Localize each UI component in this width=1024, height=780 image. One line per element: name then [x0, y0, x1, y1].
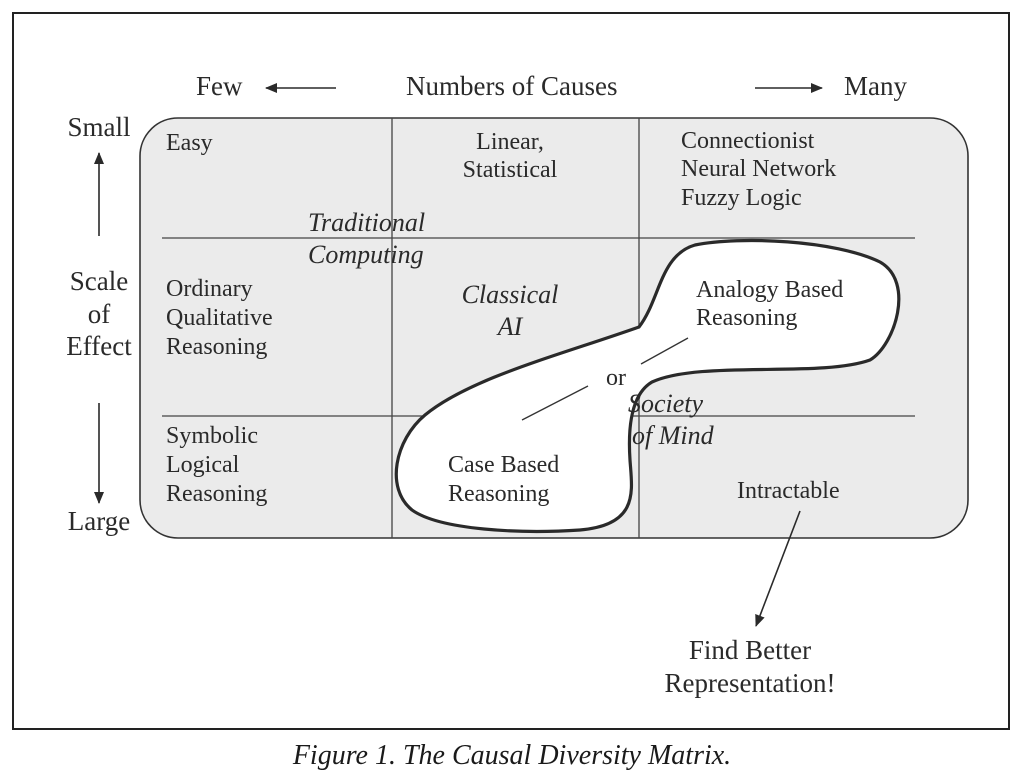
matrix-panel	[139, 117, 969, 539]
axis-causes-title: Numbers of Causes	[406, 71, 618, 101]
traditional-computing-line2: Computing	[308, 240, 424, 269]
society-of-mind-line1: Society	[628, 389, 704, 418]
cell-connectionist-line2: Neural Network	[681, 156, 837, 182]
cell-symbolic-line2: Logical	[166, 452, 240, 478]
intractable-arrow	[755, 510, 801, 627]
analogy-reasoning-line2: Reasoning	[696, 305, 798, 331]
axis-small-label: Small	[67, 112, 131, 142]
analogy-reasoning-line1: Analogy Based	[696, 277, 844, 303]
cell-symbolic-line3: Reasoning	[166, 481, 268, 507]
traditional-computing-line1: Traditional	[308, 208, 426, 237]
classical-ai-line2: AI	[497, 312, 523, 341]
figure-caption: Figure 1. The Causal Diversity Matrix.	[292, 740, 732, 771]
cell-ordinary-line2: Qualitative	[166, 305, 273, 331]
axis-few-label: Few	[196, 71, 243, 101]
society-of-mind-line2: of Mind	[632, 421, 714, 450]
or-leader-upper	[640, 337, 689, 365]
find-better-line1: Find Better	[688, 635, 812, 665]
axis-scale-title-3: Effect	[66, 331, 132, 361]
cell-symbolic-line1: Symbolic	[166, 423, 259, 449]
cell-ordinary-line3: Reasoning	[166, 334, 268, 360]
cell-linear-line2: Statistical	[462, 157, 558, 183]
cell-ordinary-line1: Ordinary	[166, 276, 253, 302]
case-reasoning-line2: Reasoning	[448, 481, 550, 507]
axis-scale-title-2: of	[87, 299, 111, 329]
or-label: or	[606, 365, 626, 391]
classical-ai-line1: Classical	[461, 280, 559, 309]
or-leader-lower	[521, 385, 589, 421]
cell-intractable: Intractable	[737, 478, 840, 504]
diagram-frame	[12, 12, 1010, 730]
find-better-line2: Representation!	[664, 668, 836, 698]
axis-scale-title-1: Scale	[69, 266, 129, 296]
cell-connectionist-line1: Connectionist	[681, 128, 815, 154]
reasoning-blob	[394, 238, 901, 533]
cell-easy: Easy	[166, 130, 213, 156]
cell-connectionist-line3: Fuzzy Logic	[681, 185, 802, 211]
axis-large-label: Large	[67, 506, 131, 536]
axis-many-label: Many	[844, 71, 907, 101]
cell-linear-line1: Linear,	[476, 129, 544, 155]
case-reasoning-line1: Case Based	[448, 452, 560, 478]
